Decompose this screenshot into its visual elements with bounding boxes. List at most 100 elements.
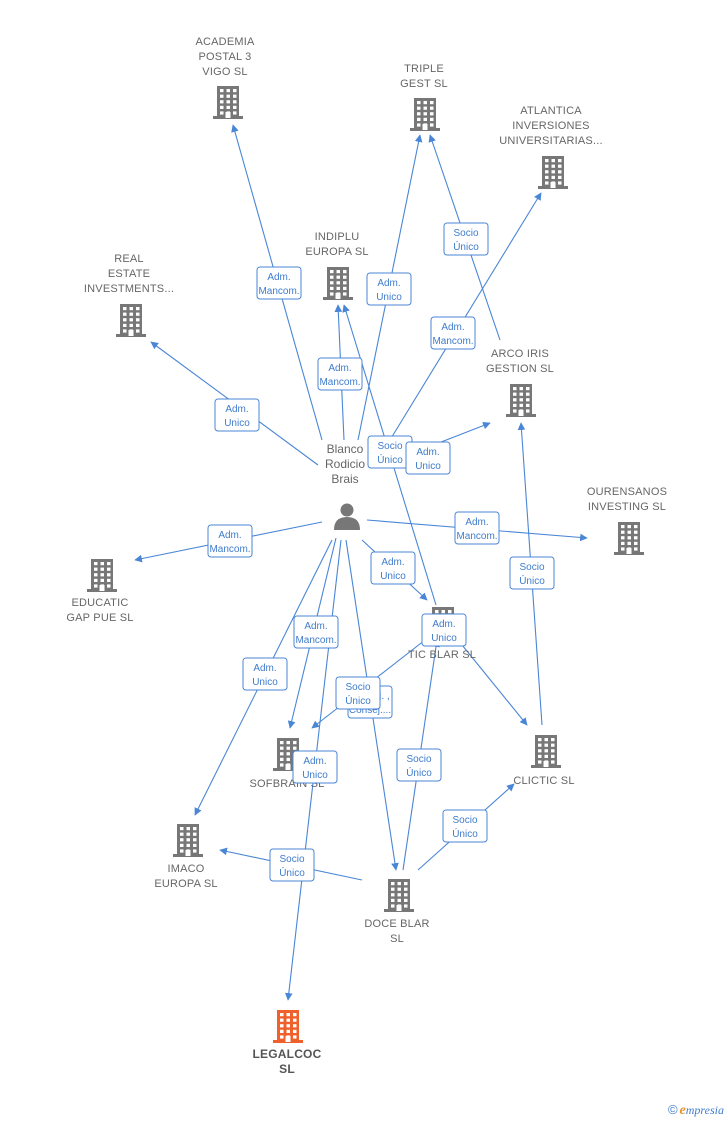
- edge-label-blanco-to-sofbrain[interactable]: Adm.Mancom.: [293, 615, 339, 649]
- building-window: [526, 398, 530, 402]
- building-window: [621, 536, 625, 540]
- edge-label-line: Adm.: [377, 278, 400, 289]
- building-window: [551, 159, 555, 163]
- edge-label-blanco-to-real[interactable]: Adm.Unico: [214, 398, 260, 432]
- edge-label-line: Único: [452, 827, 478, 840]
- building-window: [634, 547, 638, 551]
- edge-label-line: Socio: [453, 228, 478, 239]
- edge-label-blanco-to-ourensanos[interactable]: Adm. Mancom.: [454, 511, 500, 545]
- edge-label-line: Unico: [376, 292, 402, 303]
- building-window: [107, 562, 111, 566]
- building-window: [391, 898, 395, 902]
- building-window: [430, 106, 434, 110]
- edge-label-blanco-to-atlantica[interactable]: Adm.Mancom.: [430, 316, 476, 350]
- building-window: [293, 1035, 297, 1039]
- building-window: [94, 578, 98, 582]
- company-node-real[interactable]: REALESTATEINVESTMENTS...: [84, 253, 174, 337]
- building-window: [621, 547, 625, 551]
- building-window: [336, 270, 340, 274]
- building-door: [99, 585, 105, 591]
- building-window: [107, 578, 111, 582]
- building-window: [551, 743, 555, 747]
- edge-label-line: Adm.: [303, 756, 326, 767]
- building-window: [634, 530, 638, 534]
- edge-label-line: Adm.: [381, 557, 404, 568]
- building-window: [627, 536, 631, 540]
- building-window: [286, 757, 290, 761]
- building-window: [94, 567, 98, 571]
- edge-label-line: Mancom.: [319, 377, 360, 388]
- building-window: [544, 738, 548, 742]
- edge-label-blanco-to-legalcoc[interactable]: Adm.Unico: [292, 750, 338, 784]
- building-icon: [87, 559, 117, 592]
- company-node-clictic[interactable]: CLICTIC SL: [513, 735, 574, 787]
- company-label-line: POSTAL 3: [199, 51, 252, 63]
- building-window: [286, 1024, 290, 1028]
- building-icon: [614, 522, 644, 555]
- building-window: [519, 403, 523, 407]
- building-window: [220, 89, 224, 93]
- building-window: [233, 111, 237, 115]
- edge-label-blanco-to-arco[interactable]: Adm.Unico: [405, 441, 451, 475]
- edge-label-blanco-to-imaco[interactable]: Adm.Unico: [242, 657, 288, 691]
- building-window: [544, 749, 548, 753]
- building-window: [293, 1013, 297, 1017]
- building-window: [286, 752, 290, 756]
- building-window: [343, 281, 347, 285]
- edge-label-blanco-to-triple[interactable]: Adm. Unico: [366, 272, 412, 306]
- building-window: [538, 760, 542, 764]
- building-window: [513, 392, 517, 396]
- building-window: [280, 1013, 284, 1017]
- building-window: [519, 387, 523, 391]
- edge-label-line: Adm.: [465, 517, 488, 528]
- building-window: [551, 175, 555, 179]
- edge-label-line: Socio: [519, 562, 544, 573]
- company-node-atlantica[interactable]: ATLANTICAINVERSIONESUNIVERSITARIAS...: [499, 105, 603, 189]
- edge-label-line: Socio: [406, 754, 431, 765]
- building-window: [391, 887, 395, 891]
- building-window: [538, 754, 542, 758]
- empresia-watermark[interactable]: ©empresia: [668, 1102, 724, 1119]
- building-window: [129, 323, 133, 327]
- edge-label-blanco-to-indiplu[interactable]: Adm.Mancom.: [317, 357, 363, 391]
- edge-label-line: Mancom.: [456, 531, 497, 542]
- building-window: [551, 170, 555, 174]
- building-icon: [538, 156, 568, 189]
- building-window: [186, 832, 190, 836]
- edge-label-box: [317, 357, 363, 391]
- edge-label-tic-to-clictic[interactable]: Adm.Unico: [421, 613, 467, 647]
- edge-label-blanco-to-educatic[interactable]: Adm.Mancom.: [207, 524, 253, 558]
- edge-label-blanco-to-tic[interactable]: Adm.Unico: [370, 551, 416, 585]
- edge-label-line: Único: [406, 766, 432, 779]
- building-window: [186, 838, 190, 842]
- building-window: [123, 312, 127, 316]
- building-window: [226, 105, 230, 109]
- edge-label-line: Único: [453, 240, 479, 253]
- building-window: [526, 392, 530, 396]
- brand-name: mpresia: [685, 1103, 724, 1117]
- building-window: [551, 754, 555, 758]
- building-window: [343, 270, 347, 274]
- company-label-line: VIGO SL: [202, 66, 247, 78]
- building-window: [397, 898, 401, 902]
- edge-label-blanco-to-academia[interactable]: Adm.Mancom.: [256, 266, 302, 300]
- building-window: [397, 893, 401, 897]
